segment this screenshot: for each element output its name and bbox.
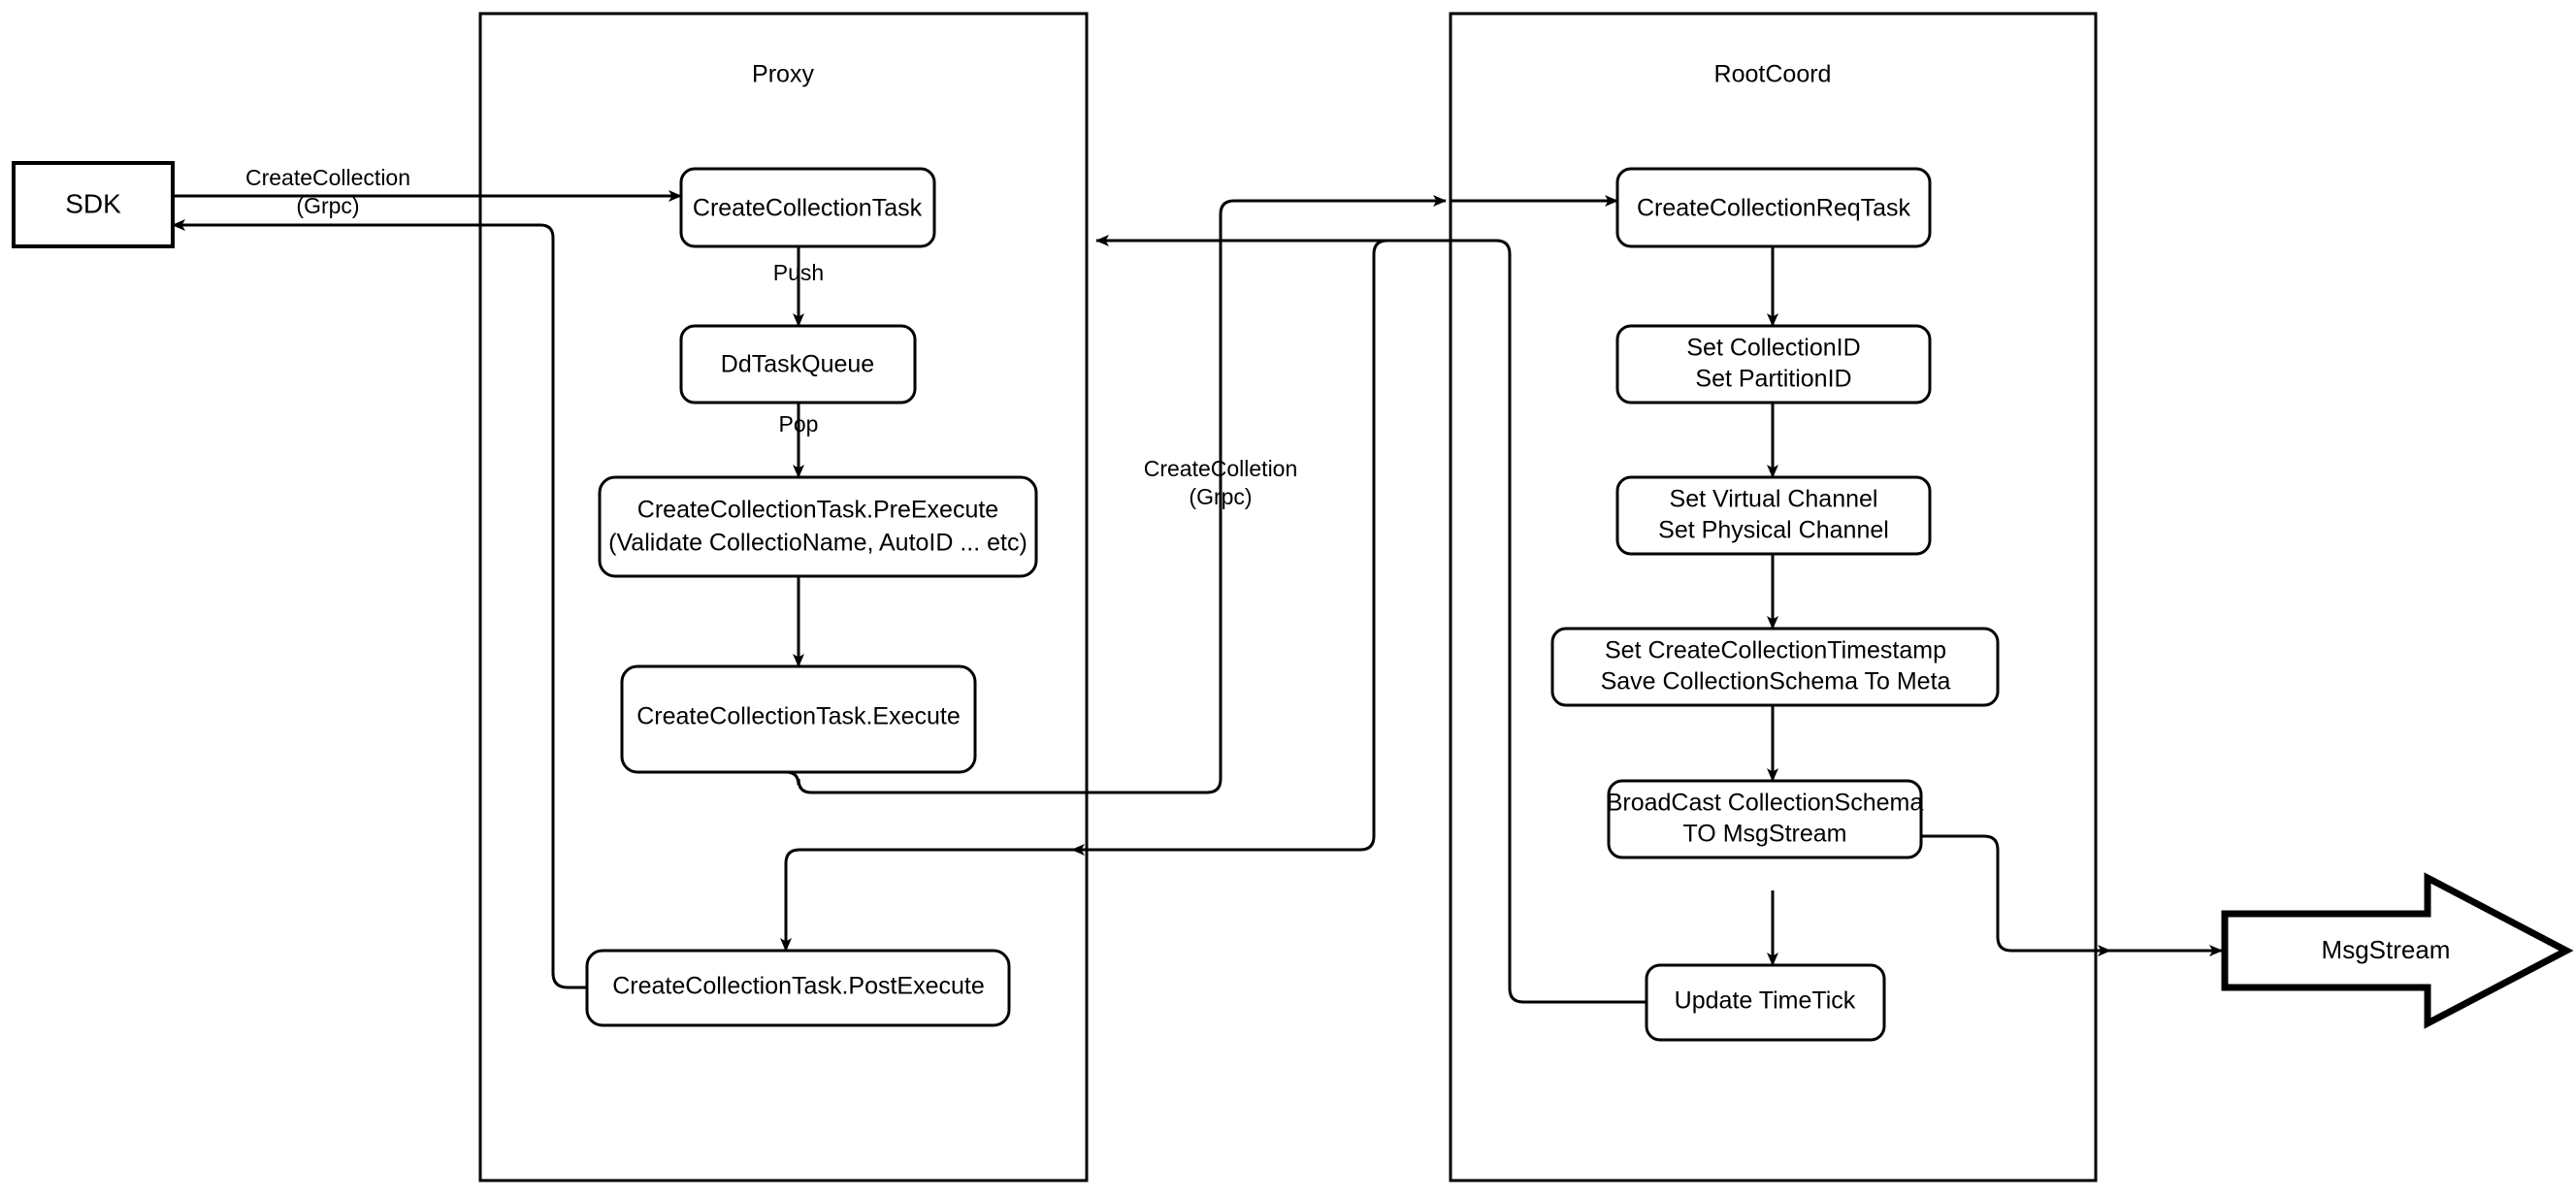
node-pre-execute-line2: (Validate CollectioName, AutoID ... etc) <box>608 530 1027 557</box>
node-dd-task-queue-label: DdTaskQueue <box>721 351 874 378</box>
node-set-timestamp-meta-line2: Save CollectionSchema To Meta <box>1601 668 1951 696</box>
edge-label-create-colletion-line2: (Grpc) <box>1189 484 1252 509</box>
edge-post-execute-to-sdk <box>172 219 587 989</box>
node-set-timestamp-meta[interactable]: Set CreateCollectionTimestamp Save Colle… <box>1550 627 2000 707</box>
edge-label-create-collection-grpc: CreateCollection (Grpc) <box>245 165 410 218</box>
node-set-channels-line1: Set Virtual Channel <box>1670 486 1878 513</box>
node-create-collection-req-task[interactable]: CreateCollectionReqTask <box>1615 167 1932 248</box>
edge-execute-to-rootcoord <box>785 195 1447 794</box>
node-sdk[interactable]: SDK <box>12 161 175 248</box>
edge-broadcast-to-msgstream <box>1921 834 2223 956</box>
edge-label-create-collection-line1: CreateCollection <box>245 165 410 190</box>
node-dd-task-queue[interactable]: DdTaskQueue <box>679 324 917 404</box>
node-create-collection-task[interactable]: CreateCollectionTask <box>679 167 936 248</box>
node-broadcast-schema-line1: BroadCast CollectionSchema <box>1607 790 1924 817</box>
node-update-timetick-label: Update TimeTick <box>1675 987 1856 1015</box>
edge-rootcoord-return-down <box>1096 239 1455 852</box>
edge-update-timetick-to-left <box>1455 239 1647 1004</box>
edge-label-create-colletion-line1: CreateColletion <box>1144 456 1298 481</box>
container-proxy-label: Proxy <box>752 61 814 88</box>
node-set-ids-line1: Set CollectionID <box>1686 335 1860 362</box>
node-update-timetick[interactable]: Update TimeTick <box>1645 963 1886 1042</box>
node-broadcast-schema[interactable]: BroadCast CollectionSchema TO MsgStream <box>1607 779 1924 859</box>
node-pre-execute-line1: CreateCollectionTask.PreExecute <box>637 497 998 524</box>
node-set-timestamp-meta-line1: Set CreateCollectionTimestamp <box>1605 637 1946 664</box>
node-execute-label: CreateCollectionTask.Execute <box>636 703 961 730</box>
edge-label-push: Push <box>773 260 824 285</box>
edge-return-to-post-execute <box>780 848 1360 952</box>
node-post-execute-label: CreateCollectionTask.PostExecute <box>612 973 985 1000</box>
node-set-channels-line2: Set Physical Channel <box>1658 517 1889 544</box>
node-post-execute[interactable]: CreateCollectionTask.PostExecute <box>585 949 1011 1027</box>
node-set-ids-line2: Set PartitionID <box>1695 366 1851 393</box>
node-create-collection-task-label: CreateCollectionTask <box>693 195 923 222</box>
edge-label-pop: Pop <box>779 411 819 437</box>
container-rootcoord-label: RootCoord <box>1714 61 1832 88</box>
node-broadcast-schema-line2: TO MsgStream <box>1682 821 1846 848</box>
node-msgstream-label: MsgStream <box>2322 935 2451 964</box>
node-msgstream[interactable]: MsgStream <box>2221 872 2574 1029</box>
node-execute[interactable]: CreateCollectionTask.Execute <box>620 664 977 774</box>
node-pre-execute[interactable]: CreateCollectionTask.PreExecute (Validat… <box>598 475 1038 578</box>
node-sdk-label: SDK <box>65 188 121 218</box>
node-create-collection-req-task-label: CreateCollectionReqTask <box>1637 195 1911 222</box>
edge-label-create-colletion-grpc: CreateColletion (Grpc) <box>1144 456 1298 509</box>
node-set-ids[interactable]: Set CollectionID Set PartitionID <box>1615 324 1932 404</box>
edge-label-create-collection-line2: (Grpc) <box>296 193 359 218</box>
node-set-channels[interactable]: Set Virtual Channel Set Physical Channel <box>1615 475 1932 556</box>
